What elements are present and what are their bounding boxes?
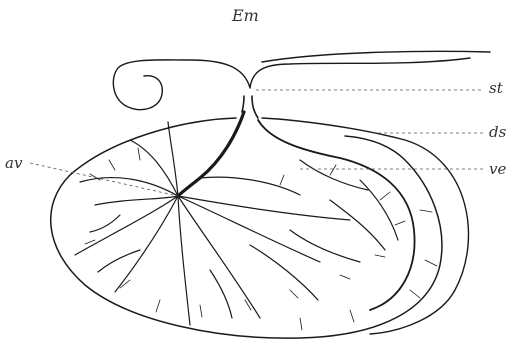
embryo-outline: [113, 51, 490, 109]
artery-branches: [75, 122, 398, 325]
leader-av: [30, 163, 178, 196]
outer-loop: [262, 118, 468, 334]
main-artery: [178, 112, 244, 196]
leader-lines: [30, 90, 484, 196]
